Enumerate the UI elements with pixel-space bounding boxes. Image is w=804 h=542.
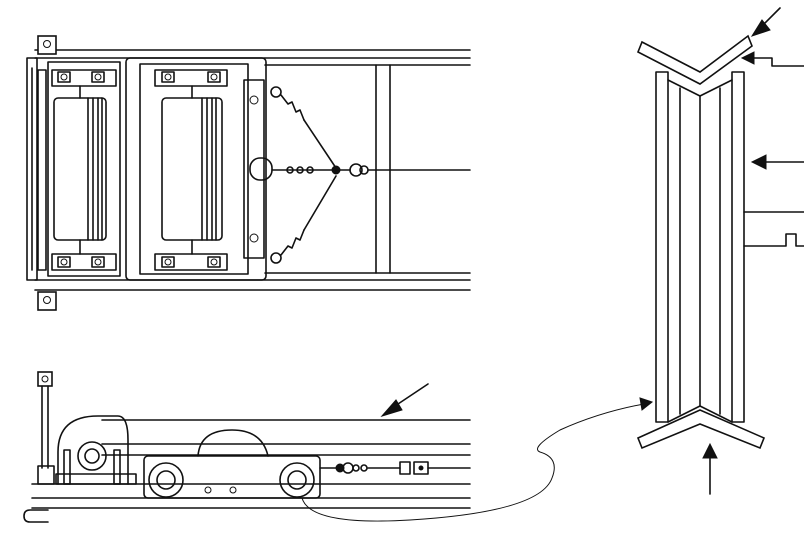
- arrow-top-diagonal: [750, 7, 781, 37]
- leader-lines: [301, 397, 654, 522]
- left-side-plate: [26, 57, 47, 281]
- roller-carriage-right: [125, 57, 273, 281]
- side-carriage: [143, 429, 321, 499]
- top-angle: [636, 34, 753, 85]
- mount-bracket-bottom: [37, 291, 57, 311]
- channel-body: [655, 71, 745, 423]
- drum-housing: [55, 415, 137, 485]
- roller-carriage-left: [47, 61, 121, 277]
- section-detail: [636, 7, 804, 495]
- side-bracket: [743, 211, 804, 247]
- end-hook: [23, 509, 49, 523]
- arrow-middle-right: [750, 154, 804, 170]
- arrow-top-right: [740, 51, 804, 67]
- bottom-angle: [636, 409, 766, 450]
- top-view: [26, 35, 471, 311]
- mount-bracket-top: [37, 35, 57, 55]
- cable-bridle: [270, 86, 471, 264]
- side-cable: [319, 461, 471, 475]
- arrow-bottom-up: [702, 442, 718, 495]
- side-view: [23, 371, 471, 523]
- vertical-post: [37, 371, 55, 485]
- side-view-arrow: [380, 383, 429, 417]
